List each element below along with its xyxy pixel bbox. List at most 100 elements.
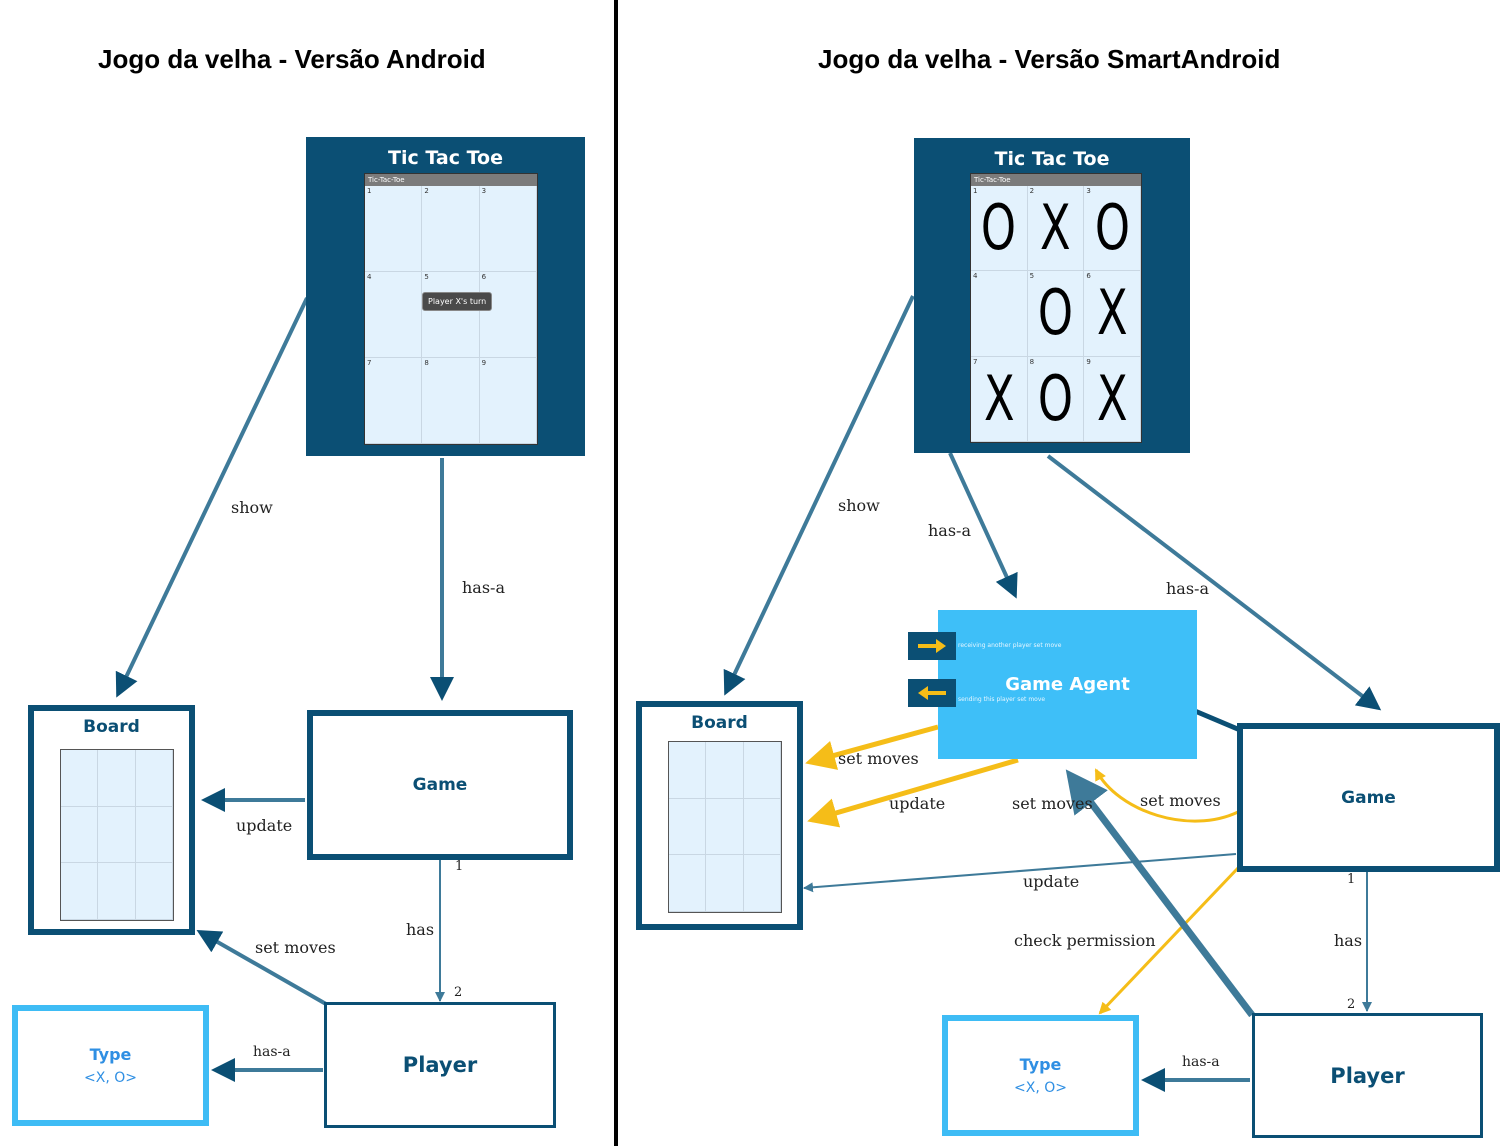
right-label-check-permission: check permission [1014, 931, 1156, 950]
turn-toast: Player X's turn [422, 292, 493, 311]
right-label-set-moves-game: set moves [1140, 791, 1221, 810]
arrow-left-icon [918, 686, 946, 700]
left-mult-1: 1 [455, 859, 464, 874]
cell-mark: O [1037, 361, 1074, 435]
cell-mark: X [1096, 276, 1128, 350]
left-label-has-a: has-a [462, 578, 505, 597]
grid-cell[interactable]: 7 [365, 358, 423, 444]
left-game-label: Game [412, 775, 468, 795]
game-agent-node[interactable]: Game Agent receiving another player set … [938, 610, 1197, 759]
grid-cell[interactable]: 8 [422, 358, 480, 444]
grid-cell[interactable]: 1 [365, 186, 423, 272]
grid-cell[interactable]: 4 [971, 271, 1028, 357]
edge-right-agent-game-link [1194, 708, 1241, 733]
left-mini-board [60, 749, 174, 921]
grid-cell[interactable]: 5 [422, 272, 480, 358]
mini-cell [669, 855, 707, 912]
cell-mark: O [1037, 276, 1074, 350]
left-board-node[interactable]: Board [28, 705, 195, 935]
left-type-values: <X, O> [84, 1070, 137, 1086]
edge-right-update-game [803, 853, 1237, 893]
edge-right-show [723, 295, 915, 696]
right-mult-2: 2 [1347, 997, 1356, 1012]
mini-cell [706, 855, 744, 912]
right-type-node[interactable]: Type <X, O> [942, 1015, 1139, 1136]
agent-input-port[interactable] [908, 632, 956, 660]
left-label-update: update [236, 816, 293, 835]
right-game-node[interactable]: Game [1237, 723, 1500, 872]
left-screen-titlebar: Tic-Tac-Toe [365, 174, 537, 186]
mini-cell [61, 750, 99, 807]
mini-cell [98, 806, 136, 864]
agent-port-in-text: receiving another player set move [958, 642, 1062, 649]
edge-right-has-a-agent [948, 452, 1018, 599]
mini-cell [743, 742, 781, 799]
left-game-node[interactable]: Game [307, 710, 573, 860]
mini-cell [669, 798, 707, 856]
right-type-values: <X, O> [1014, 1080, 1067, 1096]
cell-mark: X [1096, 361, 1128, 435]
right-player-node[interactable]: Player [1252, 1013, 1483, 1138]
right-label-set-moves-player: set moves [1012, 794, 1093, 813]
edge-right-update-agent [807, 757, 1019, 828]
cell-mark: X [1040, 191, 1071, 265]
left-label-show: show [231, 498, 273, 517]
grid-cell[interactable]: 6 [479, 272, 537, 358]
grid-cell[interactable]: 9 [479, 358, 537, 444]
mini-cell [706, 798, 744, 856]
mini-cell [669, 742, 707, 799]
right-title: Jogo da velha - Versão SmartAndroid [818, 44, 1281, 74]
left-player-node[interactable]: Player [324, 1002, 556, 1128]
arrow-right-icon [918, 639, 946, 653]
left-title: Jogo da velha - Versão Android [98, 44, 486, 74]
right-board-node[interactable]: Board [636, 701, 803, 930]
left-type-node[interactable]: Type <X, O> [12, 1005, 209, 1126]
agent-output-port[interactable] [908, 679, 956, 707]
left-player-label: Player [402, 1053, 478, 1077]
right-label-set-moves-board: set moves [838, 749, 919, 768]
grid-cell[interactable]: 3 [479, 186, 537, 272]
edge-right-check-permission [1098, 866, 1240, 1015]
left-label-has-a-type: has-a [253, 1044, 291, 1060]
right-label-has: has [1334, 931, 1363, 950]
edge-right-has-a-game [1046, 454, 1382, 711]
mini-cell [61, 863, 99, 920]
left-label-has: has [406, 920, 435, 939]
left-phone-mockup: Tic Tac Toe Tic-Tac-Toe 1 2 3 4 5 6 7 8 … [306, 137, 585, 456]
left-phone-screen: Tic-Tac-Toe 1 2 3 4 5 6 7 8 9 Player X's… [364, 173, 538, 445]
right-mini-board [668, 741, 782, 913]
edge-left-show [115, 297, 309, 698]
right-label-update-agent: update [889, 794, 946, 813]
left-mult-2: 2 [454, 985, 463, 1000]
game-agent-label: Game Agent [1005, 674, 1130, 695]
agent-port-out-text: sending this player set move [958, 696, 1046, 703]
grid-cell[interactable]: 4 [365, 272, 423, 358]
left-screen-grid: 1 2 3 4 5 6 7 8 9 [365, 186, 537, 444]
right-player-label: Player [1330, 1063, 1405, 1088]
mini-cell [135, 750, 173, 807]
right-label-has-a-type: has-a [1182, 1054, 1220, 1070]
mini-cell [743, 855, 781, 912]
left-board-label: Board [83, 717, 140, 737]
grid-cell[interactable]: 2 [422, 186, 480, 272]
mini-cell [135, 806, 173, 864]
cell-mark: O [1094, 191, 1130, 265]
mini-cell [61, 806, 99, 864]
edge-right-set-moves-board [805, 724, 939, 770]
left-phone-title: Tic Tac Toe [388, 147, 503, 169]
mini-cell [743, 798, 781, 856]
cell-mark: X [983, 361, 1015, 435]
left-label-set-moves: set moves [255, 938, 336, 957]
